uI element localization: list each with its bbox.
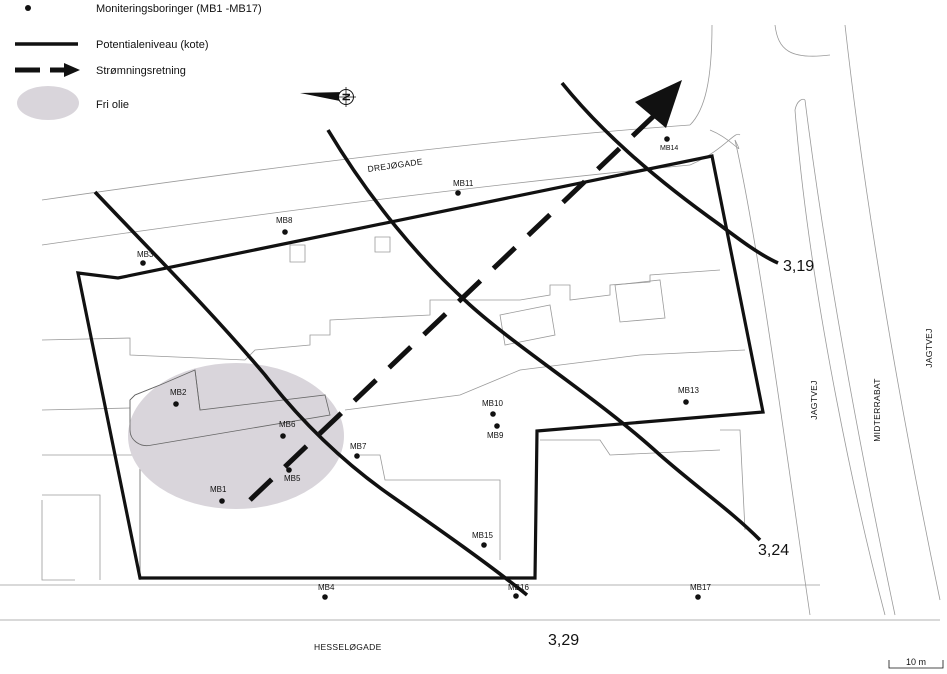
legend: Moniteringsboringer (MB1 -MB17) Potentia…	[15, 3, 262, 120]
well-mb5: MB5	[284, 467, 301, 483]
street-label-jagtvej-west: JAGTVEJ	[809, 380, 819, 419]
legend-flow-symbol	[15, 63, 80, 77]
well-mb8: MB8	[276, 216, 293, 235]
legend-potential-label: Potentialeniveau (kote)	[96, 39, 209, 51]
legend-oil-symbol	[17, 86, 79, 120]
svg-text:MB5: MB5	[284, 474, 301, 483]
legend-wells-label: Moniteringsboringer (MB1 -MB17)	[96, 3, 262, 15]
well-mb16: MB16	[508, 583, 529, 599]
street-label-jagtvej-east: JAGTVEJ	[924, 328, 934, 367]
well-mb6: MB6	[279, 420, 296, 439]
svg-text:MB14: MB14	[660, 145, 678, 152]
svg-text:MB15: MB15	[472, 531, 493, 540]
svg-text:MB16: MB16	[508, 583, 529, 592]
street-label-drejogade: DREJØGADE	[367, 156, 423, 174]
svg-text:MB2: MB2	[170, 388, 187, 397]
well-mb3: MB3	[137, 250, 154, 266]
svg-text:MB13: MB13	[678, 386, 699, 395]
svg-text:MB6: MB6	[279, 420, 296, 429]
svg-text:MB17: MB17	[690, 583, 711, 592]
legend-flow-label: Strømningsretning	[96, 65, 186, 77]
background-street-lines	[0, 24, 941, 621]
contour-label-3-29: 3,29	[548, 632, 579, 649]
contour-line-3-24	[326, 129, 762, 542]
contour-label-3-19: 3,19	[783, 258, 814, 275]
contour-line-3-19	[560, 81, 779, 265]
scale-bar: 10 m	[888, 657, 944, 669]
oil-area-building-divider	[194, 369, 201, 411]
legend-oil-label: Fri olie	[96, 99, 129, 111]
well-mb17: MB17	[690, 583, 711, 600]
svg-text:MB7: MB7	[350, 442, 367, 451]
svg-text:MB9: MB9	[487, 431, 504, 440]
well-mb11: MB11	[453, 179, 474, 196]
street-label-midterrabat: MIDTERRABAT	[872, 378, 882, 442]
well-mb15: MB15	[472, 531, 493, 548]
svg-text:MB4: MB4	[318, 583, 335, 592]
well-mb10: MB10	[482, 399, 503, 417]
well-mb14: MB14	[660, 136, 678, 152]
svg-text:MB8: MB8	[276, 216, 293, 225]
well-mb4: MB4	[318, 583, 335, 600]
monitoring-wells: MB1 MB2 MB3 MB4 MB5 MB6 MB7 MB8	[137, 136, 711, 600]
compass-letter: N	[341, 93, 353, 101]
contour-line-3-29	[93, 190, 529, 597]
site-boundary	[75, 154, 765, 580]
svg-text:MB10: MB10	[482, 399, 503, 408]
svg-text:MB11: MB11	[453, 179, 474, 188]
flow-direction-arrow	[248, 80, 682, 502]
contour-label-3-24: 3,24	[758, 542, 789, 559]
svg-text:MB3: MB3	[137, 250, 154, 259]
well-mb2: MB2	[170, 388, 187, 407]
north-arrow-icon: N	[300, 87, 356, 107]
well-mb9: MB9	[487, 423, 504, 440]
well-mb13: MB13	[678, 386, 699, 405]
well-mb1: MB1	[210, 485, 227, 504]
svg-text:MB1: MB1	[210, 485, 227, 494]
street-label-hesselogade: HESSELØGADE	[314, 642, 382, 652]
legend-well-symbol	[25, 5, 31, 11]
scale-label: 10 m	[906, 657, 926, 667]
well-mb7: MB7	[350, 442, 367, 459]
